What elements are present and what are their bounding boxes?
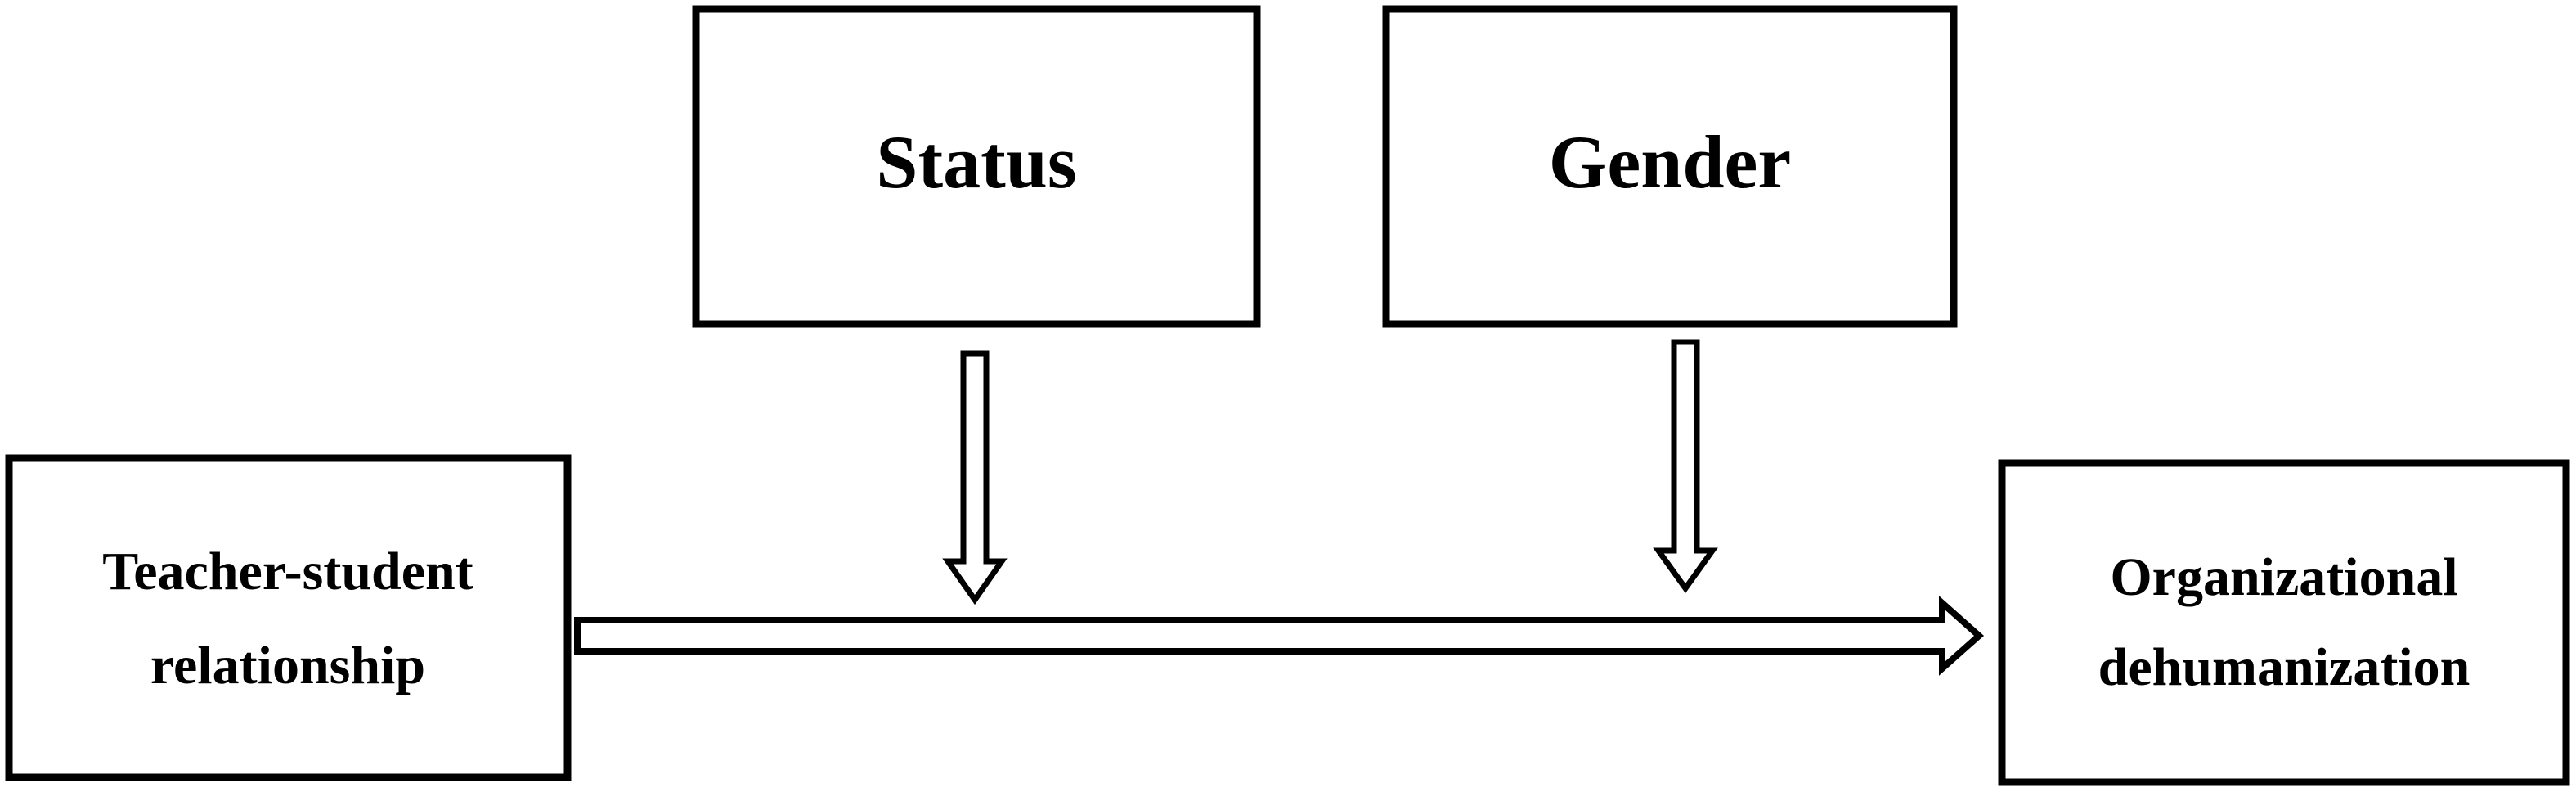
gender-label: Gender xyxy=(1549,120,1791,204)
status-label: Status xyxy=(876,120,1076,204)
status-moderation-arrow xyxy=(942,350,1008,605)
predictor-box xyxy=(5,454,572,781)
gender-box xyxy=(1382,5,1958,328)
outcome-label-line1: Organizational xyxy=(2110,547,2457,607)
gender-moderation-arrow xyxy=(1653,339,1718,594)
status-node: Status xyxy=(692,5,1261,328)
status-box xyxy=(692,5,1261,328)
outcome-node: Organizational dehumanization xyxy=(1998,459,2570,786)
predictor-label-line1: Teacher-student xyxy=(102,542,473,601)
predictor-node: Teacher-student relationship xyxy=(5,454,572,781)
outcome-label-line2: dehumanization xyxy=(2098,637,2471,697)
outcome-box xyxy=(1998,459,2570,786)
main-effect-arrow xyxy=(574,596,1985,676)
gender-node: Gender xyxy=(1382,5,1958,328)
predictor-label-line2: relationship xyxy=(150,636,425,695)
